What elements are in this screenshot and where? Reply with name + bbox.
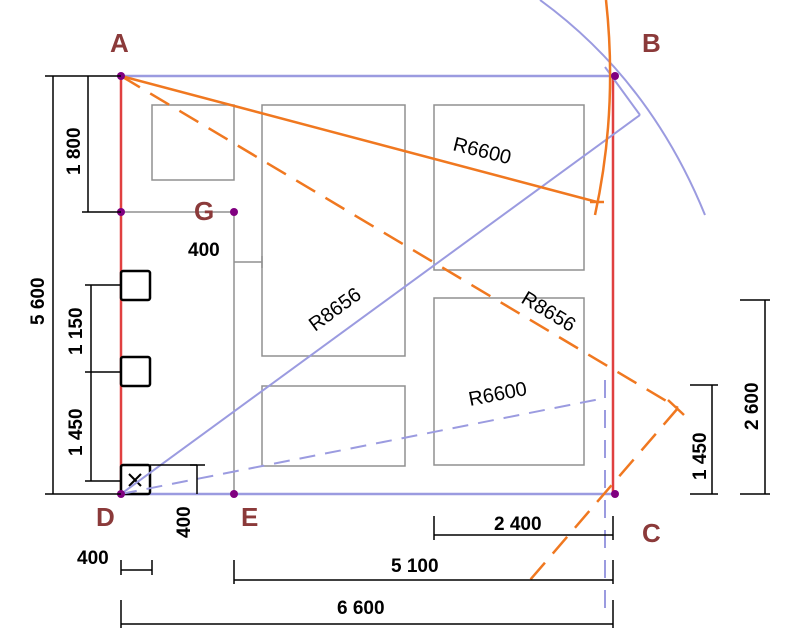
label-point-b: B xyxy=(642,28,661,58)
dim-2600: 2 600 xyxy=(742,382,763,430)
radius-label-r6600-bottom: R6600 xyxy=(467,378,529,411)
orange-construction xyxy=(120,0,685,581)
point-c xyxy=(611,490,619,498)
dim-2400: 2 400 xyxy=(494,514,542,535)
dim-1800: 1 800 xyxy=(64,127,85,175)
wall-box-middle xyxy=(119,355,152,388)
label-point-g: G xyxy=(194,196,214,226)
cross-icon xyxy=(128,473,142,487)
orange-line-r6600 xyxy=(120,74,598,204)
dim-400-bottom-left: 400 xyxy=(77,548,109,569)
label-point-d: D xyxy=(96,502,115,532)
point-e xyxy=(230,490,238,498)
dim-1450-right: 1 450 xyxy=(690,432,711,480)
dim-1150: 1 150 xyxy=(66,307,87,355)
orange-arc-top xyxy=(593,0,612,216)
point-b xyxy=(611,72,619,80)
blue-dashed-r6600 xyxy=(120,397,606,495)
radius-label-r6600-top: R6600 xyxy=(451,134,514,170)
furniture-right-top xyxy=(433,104,585,271)
blue-construction xyxy=(120,0,706,610)
blue-arc-large xyxy=(539,0,706,216)
orange-dashed-tick xyxy=(667,399,685,416)
point-g xyxy=(230,208,238,216)
wall-box-upper xyxy=(119,269,152,302)
dim-5100: 5 100 xyxy=(391,556,439,577)
orange-dashed-return xyxy=(529,407,679,581)
radius-label-r8656-center: R8656 xyxy=(305,284,366,336)
label-point-a: A xyxy=(110,28,129,58)
blue-line-r8656 xyxy=(120,114,641,495)
dim-5600: 5 600 xyxy=(28,277,49,325)
orange-dashed-r8656 xyxy=(120,74,679,410)
furniture-large-center-top xyxy=(261,104,406,357)
wall-boxes xyxy=(119,269,152,496)
key-points xyxy=(117,72,619,498)
dim-1450-left: 1 450 xyxy=(66,408,87,456)
room-outline xyxy=(119,74,615,496)
dim-6600: 6 600 xyxy=(337,598,385,619)
furniture-group xyxy=(121,104,585,494)
dim-400-g: 400 xyxy=(188,240,220,261)
label-point-c: C xyxy=(642,518,661,548)
dim-400-vertical: 400 xyxy=(174,506,195,538)
furniture-center-bottom xyxy=(261,385,406,467)
furniture-right-bottom xyxy=(433,297,585,466)
furniture-small-top-left xyxy=(151,104,235,181)
radius-label-r8656-right: R8656 xyxy=(517,287,579,336)
dimension-lines xyxy=(45,75,770,628)
label-point-e: E xyxy=(241,502,258,532)
